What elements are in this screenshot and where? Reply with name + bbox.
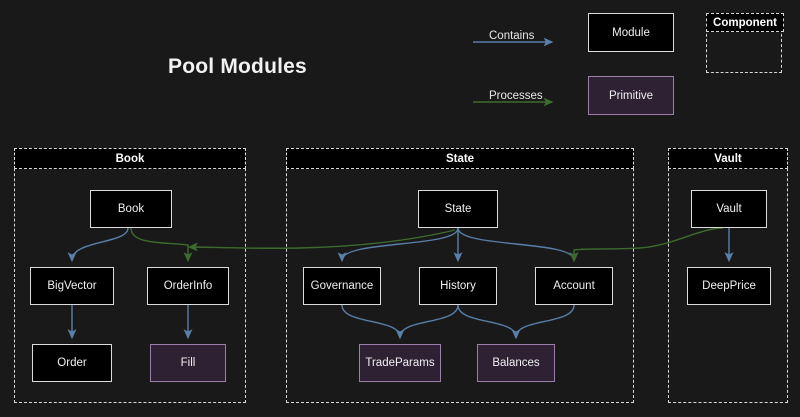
legend-processes-label: Processes bbox=[489, 90, 543, 102]
node-vault-label: Vault bbox=[716, 203, 742, 215]
edge-account-balances bbox=[511, 304, 575, 340]
group-state-label: State bbox=[286, 148, 634, 169]
node-order-label: Order bbox=[57, 357, 87, 369]
edge-state-account bbox=[457, 227, 579, 263]
page-title: Pool Modules bbox=[168, 55, 307, 78]
node-history-label: History bbox=[440, 280, 476, 292]
node-bigvector-label: BigVector bbox=[47, 280, 97, 292]
node-order[interactable]: Order bbox=[32, 344, 112, 382]
node-bigvector[interactable]: BigVector bbox=[30, 267, 114, 305]
processes-edges bbox=[130, 227, 724, 263]
edge-processes-trunk-left bbox=[187, 229, 456, 252]
node-governance[interactable]: Governance bbox=[303, 267, 381, 305]
node-history[interactable]: History bbox=[419, 267, 497, 305]
legend-contains-label: Contains bbox=[489, 30, 535, 42]
node-vault[interactable]: Vault bbox=[691, 190, 767, 228]
node-state[interactable]: State bbox=[418, 190, 498, 228]
node-deepprice[interactable]: DeepPrice bbox=[687, 267, 771, 305]
edge-history-tradeparams bbox=[395, 304, 459, 340]
node-state-label: State bbox=[444, 203, 472, 215]
legend-component-label: Component bbox=[706, 13, 784, 32]
node-tradeparams-label: TradeParams bbox=[365, 357, 435, 369]
node-book[interactable]: Book bbox=[90, 190, 172, 228]
node-orderinfo-label: OrderInfo bbox=[163, 280, 213, 292]
edge-book-bigvector bbox=[67, 227, 129, 263]
edge-state-governance bbox=[337, 227, 459, 263]
legend-primitive-box: Primitive bbox=[588, 76, 674, 115]
node-account[interactable]: Account bbox=[535, 267, 613, 305]
legend-module-label: Module bbox=[612, 26, 650, 39]
node-tradeparams[interactable]: TradeParams bbox=[359, 344, 441, 382]
node-fill-label: Fill bbox=[180, 357, 196, 369]
node-orderinfo[interactable]: OrderInfo bbox=[147, 267, 229, 305]
legend-module-box: Module bbox=[588, 13, 674, 52]
node-balances-label: Balances bbox=[492, 357, 540, 369]
node-deepprice-label: DeepPrice bbox=[702, 280, 756, 292]
node-balances[interactable]: Balances bbox=[477, 344, 555, 382]
node-fill[interactable]: Fill bbox=[150, 344, 226, 382]
edge-vault-account bbox=[569, 227, 724, 263]
group-vault-label: Vault bbox=[668, 148, 788, 169]
contains-edges bbox=[67, 227, 734, 340]
node-account-label: Account bbox=[553, 280, 595, 292]
node-governance-label: Governance bbox=[310, 280, 374, 292]
node-book-label: Book bbox=[117, 203, 145, 215]
legend-primitive-label: Primitive bbox=[608, 89, 654, 102]
group-book-label: Book bbox=[14, 148, 246, 169]
